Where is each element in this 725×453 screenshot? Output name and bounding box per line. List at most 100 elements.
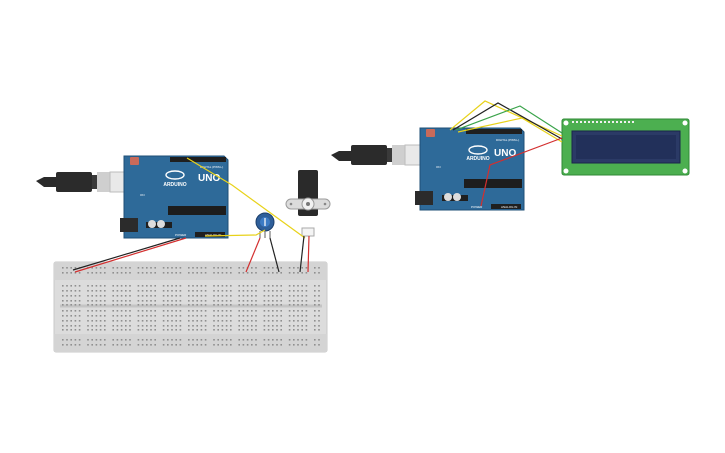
wire-red-5v[interactable] xyxy=(74,237,187,273)
breadboard-hole xyxy=(221,304,224,306)
breadboard-hole xyxy=(293,339,295,341)
arduino-uno-left[interactable]: ARDUINO UNO DIGITAL (PWM~) POWER ANALOG … xyxy=(120,155,229,239)
breadboard-hole xyxy=(116,325,119,327)
breadboard-hole xyxy=(225,267,228,269)
breadboard-hole xyxy=(314,344,316,346)
breadboard-hole xyxy=(150,300,152,302)
breadboard-hole xyxy=(238,304,240,306)
breadboard-hole xyxy=(272,344,274,346)
reset-button[interactable] xyxy=(426,129,435,137)
breadboard-hole xyxy=(251,267,253,269)
breadboard-hole xyxy=(251,329,253,331)
breadboard-hole xyxy=(95,300,98,302)
breadboard-hole xyxy=(217,272,219,274)
breadboard-hole xyxy=(242,344,245,346)
breadboard-hole xyxy=(99,272,102,274)
breadboard-hole xyxy=(146,344,148,346)
breadboard-hole xyxy=(167,325,169,327)
breadboard-hole xyxy=(104,267,106,269)
breadboard-hole xyxy=(288,304,291,306)
digital-label: DIGITAL (PWM~) xyxy=(496,138,519,142)
breadboard-hole xyxy=(154,344,156,346)
breadboard-hole xyxy=(95,310,98,312)
wire-red-servo[interactable] xyxy=(307,235,310,273)
breadboard-hole xyxy=(70,315,72,317)
breadboard-hole xyxy=(112,315,114,317)
breadboard-hole xyxy=(150,290,152,292)
breadboard-hole xyxy=(305,344,308,346)
breadboard-hole xyxy=(104,295,106,297)
breadboard-hole xyxy=(91,310,93,312)
wire-yellow-pot-signal[interactable] xyxy=(204,229,266,237)
breadboard-hole xyxy=(62,339,64,341)
breadboard-hole xyxy=(146,267,148,269)
breadboard-hole xyxy=(129,329,131,331)
breadboard-hole xyxy=(150,315,152,317)
breadboard-hole xyxy=(120,295,123,297)
lcd-pin xyxy=(596,121,598,123)
breadboard-hole xyxy=(95,290,98,292)
breadboard-hole xyxy=(272,329,274,331)
micro-servo[interactable] xyxy=(285,170,331,237)
breadboard-hole xyxy=(305,290,308,292)
wire-yellow-servo-signal[interactable] xyxy=(186,157,306,239)
breadboard-hole xyxy=(120,290,123,292)
breadboard-hole xyxy=(188,272,190,274)
breadboard-hole xyxy=(196,272,198,274)
breadboard-hole xyxy=(137,344,140,346)
breadboard-hole xyxy=(125,325,127,327)
on-label: ON xyxy=(140,193,145,197)
breadboard-hole xyxy=(204,344,207,346)
usb-cable-right[interactable] xyxy=(331,144,434,166)
breadboard-hole xyxy=(175,304,177,306)
arduino-uno-right[interactable]: ARDUINO UNO DIGITAL (PWM~) POWER ANALOG … xyxy=(415,127,525,211)
breadboard-hole xyxy=(255,325,257,327)
breadboard-hole xyxy=(167,320,169,322)
breadboard-hole xyxy=(116,339,119,341)
wire-black-gnd[interactable] xyxy=(72,237,181,271)
lcd-16x2[interactable] xyxy=(561,118,690,176)
wire-green-lcd[interactable] xyxy=(455,105,563,134)
breadboard-hole xyxy=(225,344,228,346)
breadboard-hole xyxy=(150,267,152,269)
lcd-pin xyxy=(584,121,586,123)
wire-black-lcd[interactable] xyxy=(452,102,563,140)
breadboard-hole xyxy=(87,344,89,346)
wire-red-pot[interactable] xyxy=(245,237,261,273)
breadboard-hole xyxy=(196,295,198,297)
wire-red-lcd[interactable] xyxy=(480,137,563,207)
breadboard-hole xyxy=(305,300,308,302)
potentiometer[interactable] xyxy=(255,212,275,238)
breadboard-hole xyxy=(192,315,194,317)
breadboard[interactable] xyxy=(53,261,328,353)
wire-black-servo[interactable] xyxy=(299,235,305,273)
breadboard-hole xyxy=(162,325,165,327)
breadboard-hole xyxy=(225,285,228,287)
breadboard-hole xyxy=(146,295,148,297)
breadboard-hole xyxy=(276,325,278,327)
breadboard-hole xyxy=(162,329,165,331)
breadboard-hole xyxy=(204,325,207,327)
breadboard-hole xyxy=(66,344,68,346)
breadboard-hole xyxy=(246,339,249,341)
breadboard-hole xyxy=(120,325,123,327)
reset-button[interactable] xyxy=(130,157,139,165)
breadboard-hole xyxy=(91,329,93,331)
wires-left[interactable] xyxy=(72,157,310,273)
wires-right[interactable] xyxy=(449,100,563,207)
breadboard-hole xyxy=(238,290,240,292)
breadboard-hole xyxy=(74,329,77,331)
breadboard-hole xyxy=(66,325,68,327)
breadboard-hole xyxy=(70,304,72,306)
power-label: POWER xyxy=(175,233,187,237)
breadboard-hole xyxy=(251,272,253,274)
breadboard-hole xyxy=(293,300,295,302)
usb-cable-left[interactable] xyxy=(36,171,139,193)
wire-yellow-lcd-2[interactable] xyxy=(457,117,563,143)
breadboard-hole xyxy=(238,325,240,327)
breadboard-hole xyxy=(87,315,89,317)
wire-black-pot[interactable] xyxy=(269,237,280,273)
breadboard-hole xyxy=(154,285,156,287)
breadboard-hole xyxy=(255,304,257,306)
